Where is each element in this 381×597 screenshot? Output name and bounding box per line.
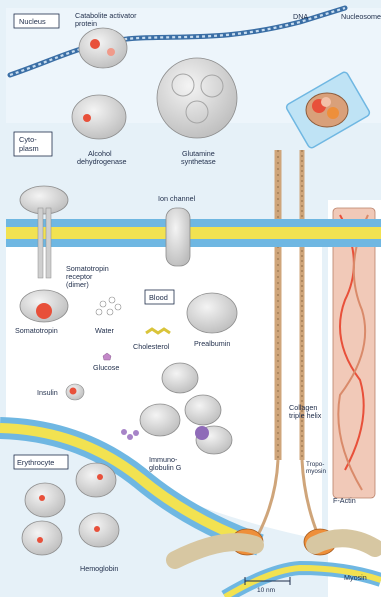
label-immunoglobulin-2: globulin G bbox=[149, 463, 182, 472]
insulin bbox=[66, 384, 84, 400]
label-tropomyosin-2: myosin bbox=[306, 468, 326, 475]
glutamine-synthetase bbox=[157, 58, 237, 138]
label-f-actin: F-Actin bbox=[333, 496, 356, 505]
ion-channel bbox=[166, 208, 190, 266]
label-nucleus: Nucleus bbox=[19, 17, 46, 26]
label-tropomyosin-1: Tropo- bbox=[306, 461, 324, 468]
label-somatotropin-receptor-3: (dimer) bbox=[66, 280, 89, 289]
label-scale-bar: 10 nm bbox=[257, 587, 275, 594]
label-prealbumin: Prealbumin bbox=[194, 339, 230, 348]
label-hemoglobin: Hemoglobin bbox=[80, 564, 118, 573]
label-catabolite-2: protein bbox=[75, 19, 97, 28]
label-ion-channel: Ion channel bbox=[158, 194, 196, 203]
label-collagen-2: triple helix bbox=[289, 411, 322, 420]
label-alcohol-2: dehydrogenase bbox=[77, 157, 127, 166]
alcohol-dehydrogenase bbox=[72, 95, 126, 139]
label-somatotropin: Somatotropin bbox=[15, 326, 58, 335]
label-erythrocyte: Erythrocyte bbox=[17, 458, 54, 467]
label-cytoplasm-1: Cyto- bbox=[19, 135, 37, 144]
label-water: Water bbox=[95, 326, 115, 335]
label-cytoplasm-2: plasm bbox=[19, 144, 39, 153]
prealbumin bbox=[187, 293, 237, 333]
catabolite-activator-protein bbox=[79, 28, 127, 68]
f-actin-filament bbox=[333, 208, 375, 498]
label-myosin: Myosin bbox=[344, 573, 367, 582]
label-cholesterol: Cholesterol bbox=[133, 342, 170, 351]
label-glucose: Glucose bbox=[93, 363, 119, 372]
label-insulin: Insulin bbox=[37, 388, 58, 397]
label-blood: Blood bbox=[149, 293, 168, 302]
label-nucleosome: Nucleosome bbox=[341, 12, 381, 21]
label-dna: DNA bbox=[293, 12, 308, 21]
label-glutamine-2: synthetase bbox=[181, 157, 216, 166]
plasma-membrane bbox=[6, 219, 381, 247]
